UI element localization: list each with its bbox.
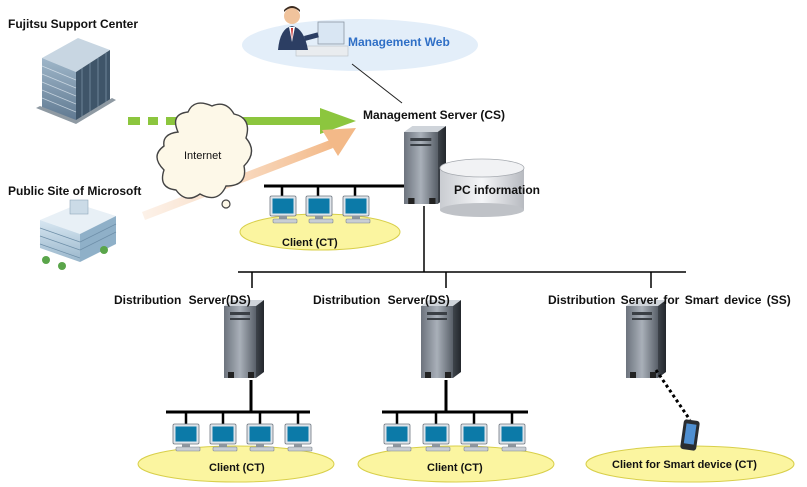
desktop-computer-icon [460, 423, 489, 452]
client-ct-top-label: Client (CT) [282, 237, 338, 249]
desktop-computer-icon [383, 423, 412, 452]
client-ct-left-label: Client (CT) [209, 462, 265, 474]
desktop-computer-icon [422, 423, 451, 452]
desktop-computer-icon [342, 195, 371, 224]
desktop-computer-icon [284, 423, 313, 452]
tower-server-icon [421, 300, 461, 378]
desktop-computer-icon [498, 423, 527, 452]
fujitsu-center-label: Fujitsu Support Center [8, 17, 138, 31]
smartphone-icon [680, 419, 700, 451]
tower-server-icon [224, 300, 264, 378]
client-ct-mid-label: Client (CT) [427, 462, 483, 474]
pc-information-label: PC information [454, 183, 540, 197]
desktop-computer-icon [269, 195, 298, 224]
desktop-computer-icon [305, 195, 334, 224]
tower-server-icon [626, 300, 666, 378]
tower-server-icon [404, 126, 446, 204]
client-group-ellipse [137, 445, 335, 483]
client-smart-device-label: Client for Smart device (CT) [612, 459, 757, 471]
distribution-server-1-label: Distribution Server(DS) [114, 293, 251, 307]
client-group-ellipse [357, 445, 555, 483]
desktop-computer-icon [172, 423, 201, 452]
web-connector-line [351, 63, 403, 104]
internet-label: Internet [184, 150, 222, 162]
desktop-computer-icon [246, 423, 275, 452]
desktop-computer-icon [209, 423, 238, 452]
microsoft-site-label: Public Site of Microsoft [8, 184, 142, 198]
distribution-server-ss-label: Distribution Server for Smart device (SS… [548, 293, 791, 307]
distribution-server-2-label: Distribution Server(DS) [313, 293, 450, 307]
office-building-icon [39, 199, 117, 270]
management-web-label: Management Web [348, 35, 450, 49]
office-building-icon [36, 38, 116, 124]
database-cylinder-icon [439, 158, 525, 217]
administrator-person-icon [278, 6, 349, 57]
management-server-label: Management Server (CS) [363, 108, 506, 122]
internet-cloud-icon [156, 102, 253, 209]
